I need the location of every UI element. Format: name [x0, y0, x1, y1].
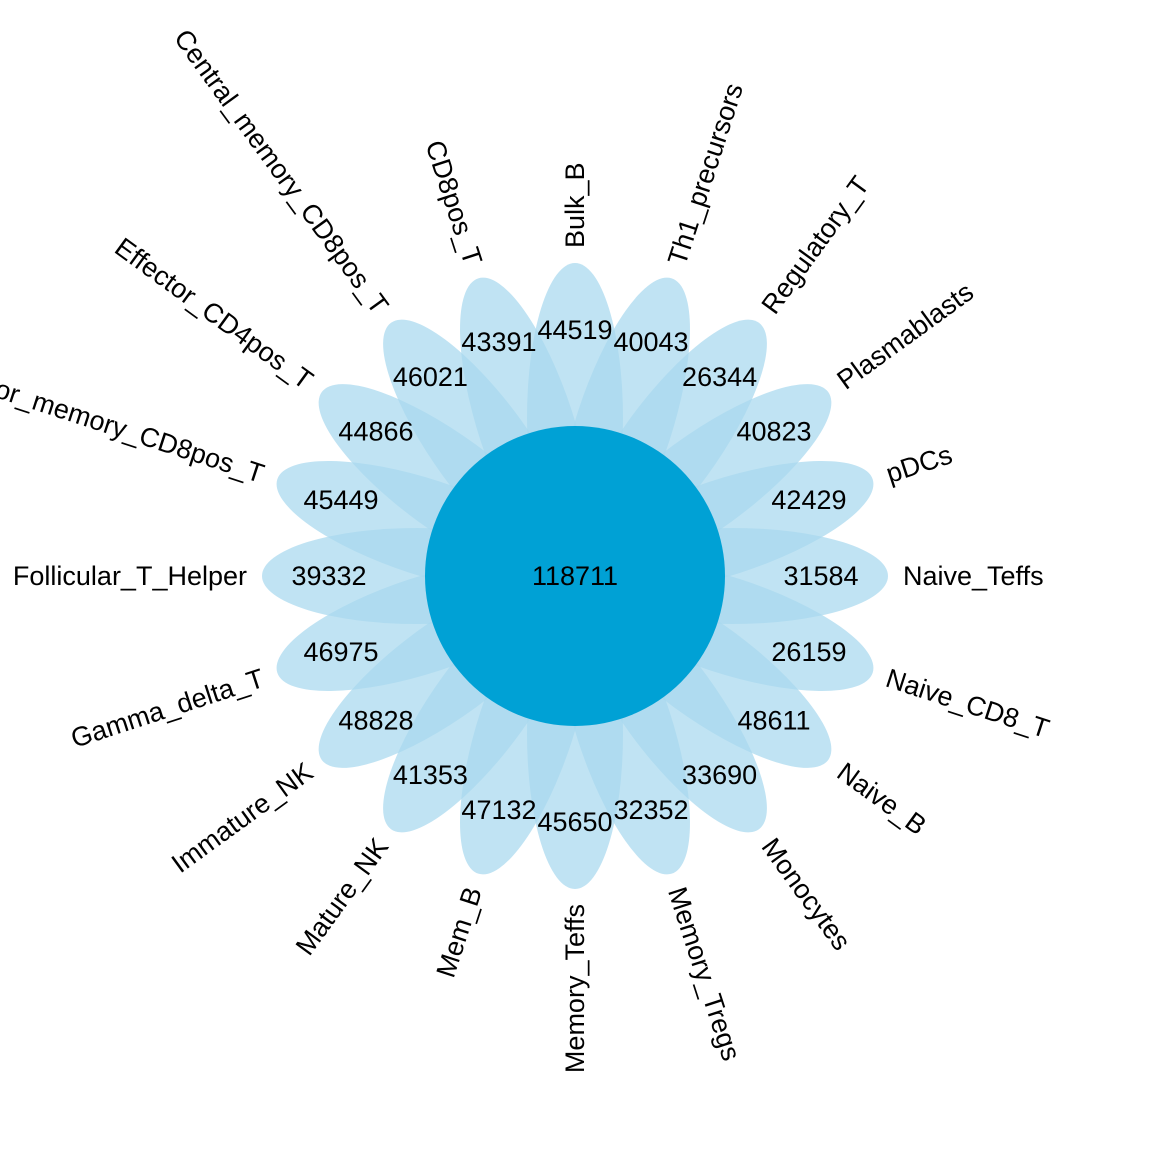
petal-count-label: 40043 [613, 327, 688, 357]
set-name-label: Gamma_delta_T [67, 663, 268, 754]
petal-count-label: 40823 [736, 416, 811, 446]
petal-count-label: 48828 [338, 706, 413, 736]
set-name-label: Th1_precursors [662, 80, 749, 269]
petal-count-label: 44519 [537, 315, 612, 345]
petal-count-label: 45449 [303, 485, 378, 515]
set-name-label: Naive_Teffs [903, 561, 1044, 591]
petal-count-label: 26344 [682, 362, 757, 392]
core-count-label: 118711 [532, 561, 618, 591]
petal-count-label: 32352 [613, 795, 688, 825]
petal-count-label: 48611 [737, 706, 810, 736]
set-name-label: Mature_NK [290, 833, 395, 961]
set-name-label: CD8pos_T [419, 137, 487, 269]
petal-count-label: 43391 [461, 327, 536, 357]
set-name-label: Immature_NK [166, 757, 318, 879]
set-name-label: Regulatory_T [756, 171, 876, 320]
petal-count-label: 26159 [771, 637, 846, 667]
set-name-label: Follicular_T_Helper [13, 561, 247, 591]
set-name-label: Bulk_B [560, 162, 590, 248]
set-name-label: pDCs [882, 440, 955, 489]
core-circle [425, 426, 725, 726]
set-name-label: Central_memory_CD8pos_T [168, 24, 394, 320]
petal-count-label: 42429 [771, 485, 846, 515]
set-name-label: Effector_CD4pos_T [109, 232, 318, 395]
set-name-label: Naive_CD8_T [882, 663, 1053, 744]
set-name-label: Effector_memory_CD8pos_T [0, 352, 268, 488]
petal-count-label: 45650 [537, 807, 612, 837]
set-name-label: Naive_B [832, 757, 932, 841]
petal-count-label: 31584 [783, 561, 858, 591]
set-name-label: Mem_B [431, 883, 488, 981]
petal-count-label: 46975 [303, 637, 378, 667]
petal-count-label: 41353 [393, 760, 468, 790]
petal-count-label: 33690 [682, 760, 757, 790]
petal-count-label: 46021 [393, 362, 468, 392]
set-name-label: Monocytes [756, 833, 857, 956]
set-name-label: Plasmablasts [832, 277, 980, 396]
set-name-label: Memory_Tregs [662, 883, 746, 1064]
set-name-label: Memory_Teffs [560, 904, 590, 1073]
petal-count-label: 39332 [291, 561, 366, 591]
petal-count-label: 44866 [338, 416, 413, 446]
petal-count-label: 47132 [461, 795, 536, 825]
